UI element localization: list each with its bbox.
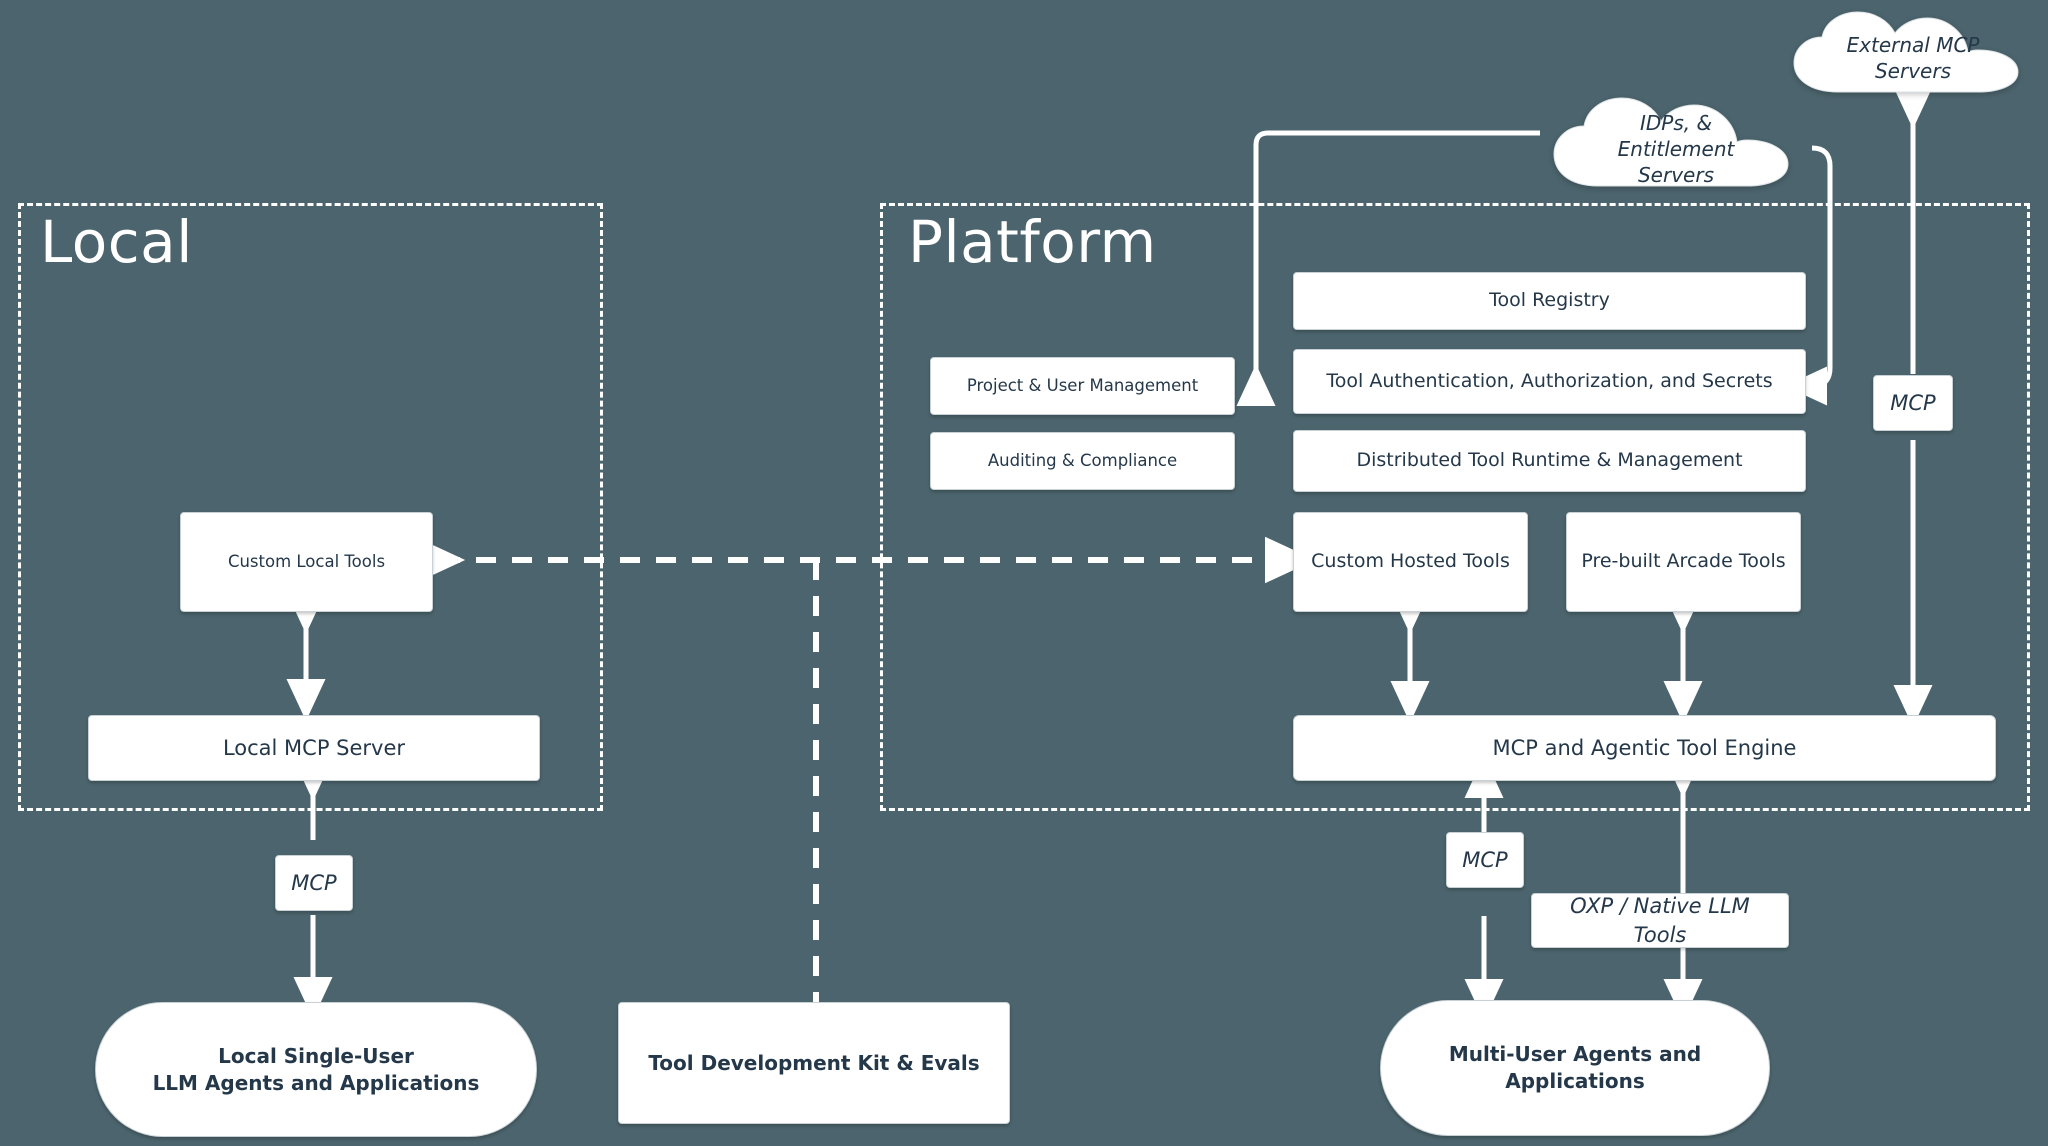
edge-label-oxp-native-llm-tools-text: OXP / Native LLM Tools <box>1570 894 1750 947</box>
node-distributed-runtime[interactable]: Distributed Tool Runtime & Management <box>1293 430 1806 492</box>
node-distributed-runtime-label: Distributed Tool Runtime & Management <box>1356 449 1743 472</box>
edge-label-oxp-native-llm-tools: OXP / Native LLM Tools <box>1531 893 1789 948</box>
node-prebuilt-arcade-tools-label: Pre-built Arcade Tools <box>1581 550 1786 573</box>
node-mcp-agentic-engine[interactable]: MCP and Agentic Tool Engine <box>1293 715 1996 781</box>
edge-label-mcp-multiuser-text: MCP <box>1462 847 1508 872</box>
node-local-agents-line1: Local Single-User <box>218 1043 414 1068</box>
node-local-agents-line2: LLM Agents and Applications <box>152 1070 480 1095</box>
zone-platform <box>880 203 2030 811</box>
node-tool-auth[interactable]: Tool Authentication, Authorization, and … <box>1293 349 1806 414</box>
zone-local-title: Local <box>40 208 193 276</box>
edge-label-mcp-multiuser: MCP <box>1446 832 1524 888</box>
cloud-idps-entitlement-servers: IDPs, & Entitlement Servers <box>1540 90 1812 202</box>
node-multi-user-agents[interactable]: Multi-User Agents and Applications <box>1380 1000 1770 1136</box>
node-tool-development-kit-label: Tool Development Kit & Evals <box>648 1050 980 1075</box>
node-auditing-compliance[interactable]: Auditing & Compliance <box>930 432 1235 490</box>
edge-label-mcp-external: MCP <box>1873 375 1953 431</box>
node-tool-auth-label: Tool Authentication, Authorization, and … <box>1326 369 1773 392</box>
zone-local <box>18 203 603 811</box>
node-local-mcp-server-label: Local MCP Server <box>222 735 406 760</box>
node-multi-user-agents-line1: Multi-User Agents and <box>1448 1042 1702 1066</box>
node-tool-registry[interactable]: Tool Registry <box>1293 272 1806 330</box>
node-custom-hosted-tools-label: Custom Hosted Tools <box>1311 550 1510 573</box>
cloud-external-mcp-servers: External MCP Servers <box>1778 8 2048 108</box>
node-local-mcp-server[interactable]: Local MCP Server <box>88 715 540 781</box>
cloud-external-mcp-servers-label: External MCP Servers <box>1846 33 1980 83</box>
node-tool-registry-label: Tool Registry <box>1489 289 1610 312</box>
edge-label-mcp-local: MCP <box>275 855 353 911</box>
node-auditing-compliance-label: Auditing & Compliance <box>987 450 1178 470</box>
edge-label-mcp-external-text: MCP <box>1890 390 1936 415</box>
node-custom-local-tools-label: Custom Local Tools <box>227 551 386 571</box>
zone-platform-title: Platform <box>908 208 1157 276</box>
node-custom-hosted-tools[interactable]: Custom Hosted Tools <box>1293 512 1528 612</box>
node-project-user-management-label: Project & User Management <box>966 375 1199 395</box>
node-tool-development-kit[interactable]: Tool Development Kit & Evals <box>618 1002 1010 1124</box>
edge-label-mcp-local-text: MCP <box>291 870 337 895</box>
node-mcp-agentic-engine-label: MCP and Agentic Tool Engine <box>1492 735 1797 760</box>
node-local-agents[interactable]: Local Single-User LLM Agents and Applica… <box>95 1002 537 1137</box>
node-custom-local-tools[interactable]: Custom Local Tools <box>180 512 433 612</box>
cloud-idps-entitlement-servers-label: IDPs, & Entitlement Servers <box>1617 111 1735 187</box>
node-project-user-management[interactable]: Project & User Management <box>930 357 1235 415</box>
node-multi-user-agents-line2: Applications <box>1505 1069 1645 1093</box>
node-prebuilt-arcade-tools[interactable]: Pre-built Arcade Tools <box>1566 512 1801 612</box>
